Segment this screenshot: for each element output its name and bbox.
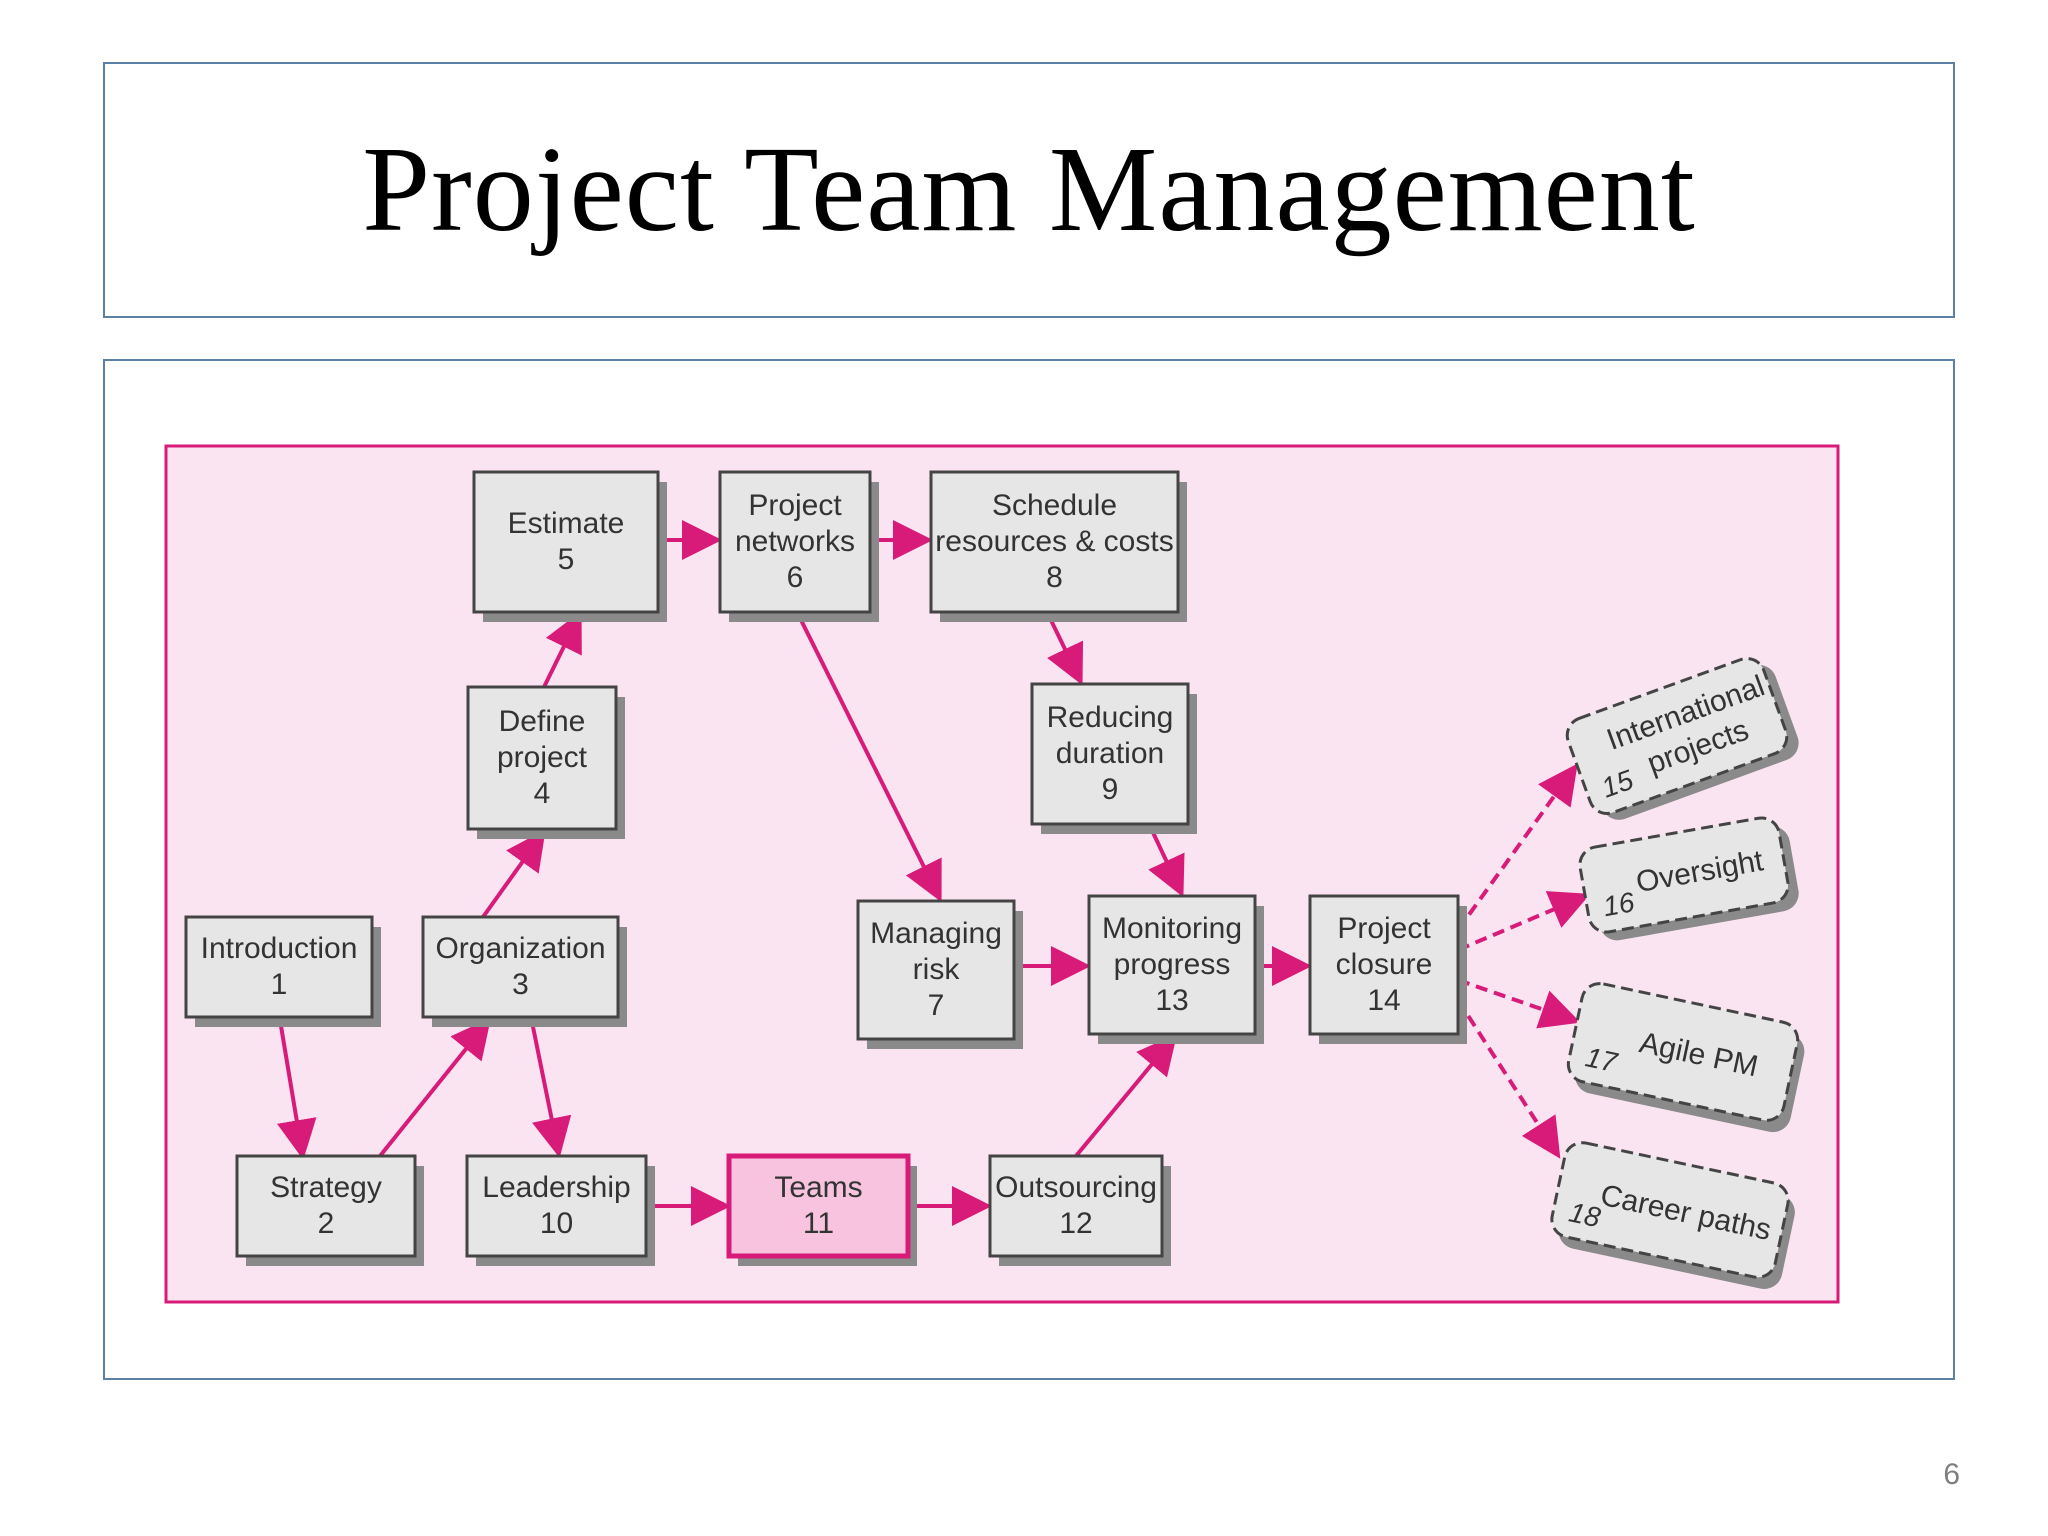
node-label-line: 2 xyxy=(318,1207,335,1240)
edge-n14-n16 xyxy=(1457,891,1591,952)
node-label-line: closure xyxy=(1336,948,1433,981)
node-label-line: 5 xyxy=(558,543,575,576)
slide-title: Project Team Management xyxy=(362,122,1696,257)
edge-n14-n15 xyxy=(1456,763,1578,932)
content-box xyxy=(103,359,1955,1380)
node-number: 16 xyxy=(1601,886,1637,922)
node-box xyxy=(718,470,872,614)
node-box xyxy=(929,470,1180,614)
node-label-line: 11 xyxy=(803,1207,834,1240)
node-label-line: Project xyxy=(748,489,842,522)
node-box xyxy=(1087,894,1257,1036)
node-label-line: Estimate xyxy=(508,507,625,540)
node-label-line: Introduction xyxy=(201,932,358,965)
node-box xyxy=(1566,982,1800,1122)
edge-n14-n18 xyxy=(1456,998,1561,1159)
edge-n2-n3 xyxy=(378,1017,492,1158)
node-label-line: duration xyxy=(1056,737,1164,770)
node-number: 18 xyxy=(1566,1196,1603,1233)
node-box xyxy=(1578,816,1790,934)
node-box xyxy=(421,915,620,1019)
node-label-line: Leadership xyxy=(482,1171,630,1204)
node-label-line: Managing xyxy=(870,917,1002,950)
edge-n9-n13 xyxy=(1147,823,1185,898)
edges-layer xyxy=(277,520,1591,1226)
node-label-line: Teams xyxy=(774,1171,862,1204)
node-label-line: resources & costs xyxy=(935,525,1173,558)
node-label-line: networks xyxy=(735,525,855,558)
node-label-line: Monitoring xyxy=(1102,912,1242,945)
node-label-line: 14 xyxy=(1367,984,1400,1017)
node-box xyxy=(726,1153,911,1259)
node-box xyxy=(466,685,618,831)
node-label-line: Project xyxy=(1337,912,1431,945)
edge-n8-n9 xyxy=(1045,611,1084,686)
node-box xyxy=(465,1154,648,1258)
node-label-line: 4 xyxy=(534,777,551,810)
node-label-line: Organization xyxy=(435,932,605,965)
edge-n14-n17 xyxy=(1457,978,1581,1029)
node-box xyxy=(1565,657,1789,815)
node-label-line: 1 xyxy=(271,968,288,1001)
node-label-line: risk xyxy=(913,953,961,986)
title-box: Project Team Management xyxy=(103,62,1955,318)
node-label-line: 6 xyxy=(787,561,804,594)
node-label-line: 10 xyxy=(540,1207,573,1240)
node-box xyxy=(1308,894,1460,1036)
node-label-line: 13 xyxy=(1155,984,1188,1017)
node-label-line: Outsourcing xyxy=(995,1171,1157,1204)
edge-n3-n4 xyxy=(481,829,546,919)
node-label-line: Define xyxy=(499,705,586,738)
node-box xyxy=(1030,682,1190,826)
edge-n12-n13 xyxy=(1074,1033,1178,1158)
edge-n4-n5 xyxy=(542,610,582,688)
node-label-line: 7 xyxy=(928,989,945,1022)
node-label-line: 3 xyxy=(512,968,529,1001)
node-label-line: 9 xyxy=(1102,773,1119,806)
node-label-line: 8 xyxy=(1046,561,1063,594)
node-box xyxy=(184,915,374,1019)
node-label-line: project xyxy=(497,741,588,774)
node-box xyxy=(988,1154,1164,1258)
node-label-line: Reducing xyxy=(1047,701,1174,734)
node-label-line: progress xyxy=(1114,948,1231,981)
node-box xyxy=(856,899,1016,1041)
edge-n6-n7 xyxy=(795,611,942,903)
node-box xyxy=(472,470,660,614)
edge-n1-n2 xyxy=(277,1019,317,1160)
edge-n3-n10 xyxy=(529,1016,572,1158)
node-label-line: Schedule xyxy=(992,489,1117,522)
node-box xyxy=(235,1154,417,1258)
node-label-line: 12 xyxy=(1059,1207,1092,1240)
slide-number: 6 xyxy=(1943,1458,1960,1491)
node-box xyxy=(1550,1141,1790,1279)
node-label-line: Strategy xyxy=(270,1171,382,1204)
